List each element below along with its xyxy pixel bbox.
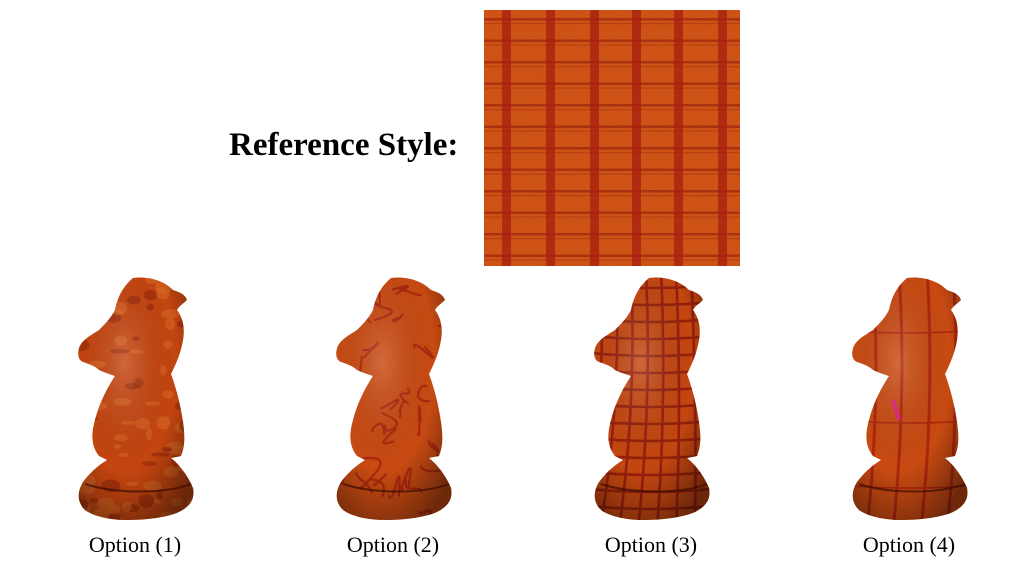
blotch — [189, 521, 208, 526]
swatch-hline — [484, 190, 740, 193]
swatch-hline-thin — [484, 259, 740, 261]
blotch — [95, 373, 105, 385]
blotch — [185, 326, 194, 339]
option-3-label: Option (3) — [604, 532, 698, 557]
blotch — [183, 314, 194, 325]
swatch-horizontal-lines — [484, 18, 740, 261]
knight-render-4 — [852, 277, 968, 520]
swatch-hline — [484, 211, 740, 214]
blotch — [78, 277, 88, 284]
vein — [449, 304, 452, 316]
swatch-vstripe — [718, 10, 727, 266]
swatch-vstripe — [674, 10, 683, 266]
blotch — [78, 463, 85, 473]
swatch-hline — [484, 39, 740, 42]
swatch-hline-thin — [484, 216, 740, 218]
knight-render-2 — [336, 277, 452, 520]
vein — [449, 316, 452, 341]
option-2[interactable]: Option (2) — [303, 270, 483, 570]
swatch-hline — [484, 233, 740, 236]
reference-style-label: Reference Style: — [229, 127, 459, 163]
swatch-hline — [484, 82, 740, 85]
blotch — [95, 386, 107, 393]
swatch-hline-thin — [484, 238, 740, 240]
blotch — [190, 354, 194, 367]
option-4-label: Option (4) — [862, 532, 956, 557]
blotch — [176, 280, 184, 289]
blotch — [78, 362, 83, 376]
swatch-hline — [484, 61, 740, 64]
swatch-hline — [484, 254, 740, 257]
vein — [337, 277, 348, 288]
blotch — [191, 431, 194, 441]
blotch — [193, 373, 194, 379]
option-1[interactable]: Option (1) — [45, 270, 225, 570]
swatch-hline-thin — [484, 130, 740, 132]
knight-render-3 — [594, 277, 710, 520]
swatch-hline-thin — [484, 87, 740, 89]
swatch-vstripe — [590, 10, 599, 266]
blotch — [178, 376, 190, 384]
option-1-label: Option (1) — [88, 532, 182, 557]
swatch-vstripe — [546, 10, 555, 266]
vein — [439, 386, 452, 404]
option-2-label: Option (2) — [346, 532, 440, 557]
blotch — [78, 277, 83, 285]
swatch-hline — [484, 18, 740, 21]
vein — [336, 304, 354, 313]
blotch — [188, 330, 194, 337]
swatch-hline-thin — [484, 23, 740, 25]
swatch-hline-thin — [484, 44, 740, 46]
blotch — [183, 323, 194, 336]
swatch-hline-thin — [484, 66, 740, 68]
knight-render-1 — [78, 277, 208, 526]
swatch-hline — [484, 168, 740, 171]
swatch-hline-thin — [484, 173, 740, 175]
option-3[interactable]: Option (3) — [561, 270, 741, 570]
blotch — [95, 316, 103, 323]
swatch-hline — [484, 104, 740, 107]
vein — [450, 463, 452, 479]
vein — [336, 310, 351, 317]
swatch-hline — [484, 125, 740, 128]
reference-texture-swatch — [484, 10, 740, 266]
swatch-vstripe — [632, 10, 641, 266]
vein — [336, 367, 345, 375]
swatch-hline-thin — [484, 109, 740, 111]
swatch-vstripe — [502, 10, 511, 266]
blotch — [83, 432, 92, 441]
vein — [336, 455, 345, 485]
swatch-vertical-stripes — [502, 10, 727, 266]
vein — [336, 515, 346, 520]
blotch — [179, 367, 194, 375]
blotch — [78, 364, 84, 378]
swatch-hline-thin — [484, 152, 740, 154]
option-4[interactable]: Option (4) — [819, 270, 999, 570]
swatch-hline — [484, 147, 740, 150]
swatch-hline-thin — [484, 195, 740, 197]
